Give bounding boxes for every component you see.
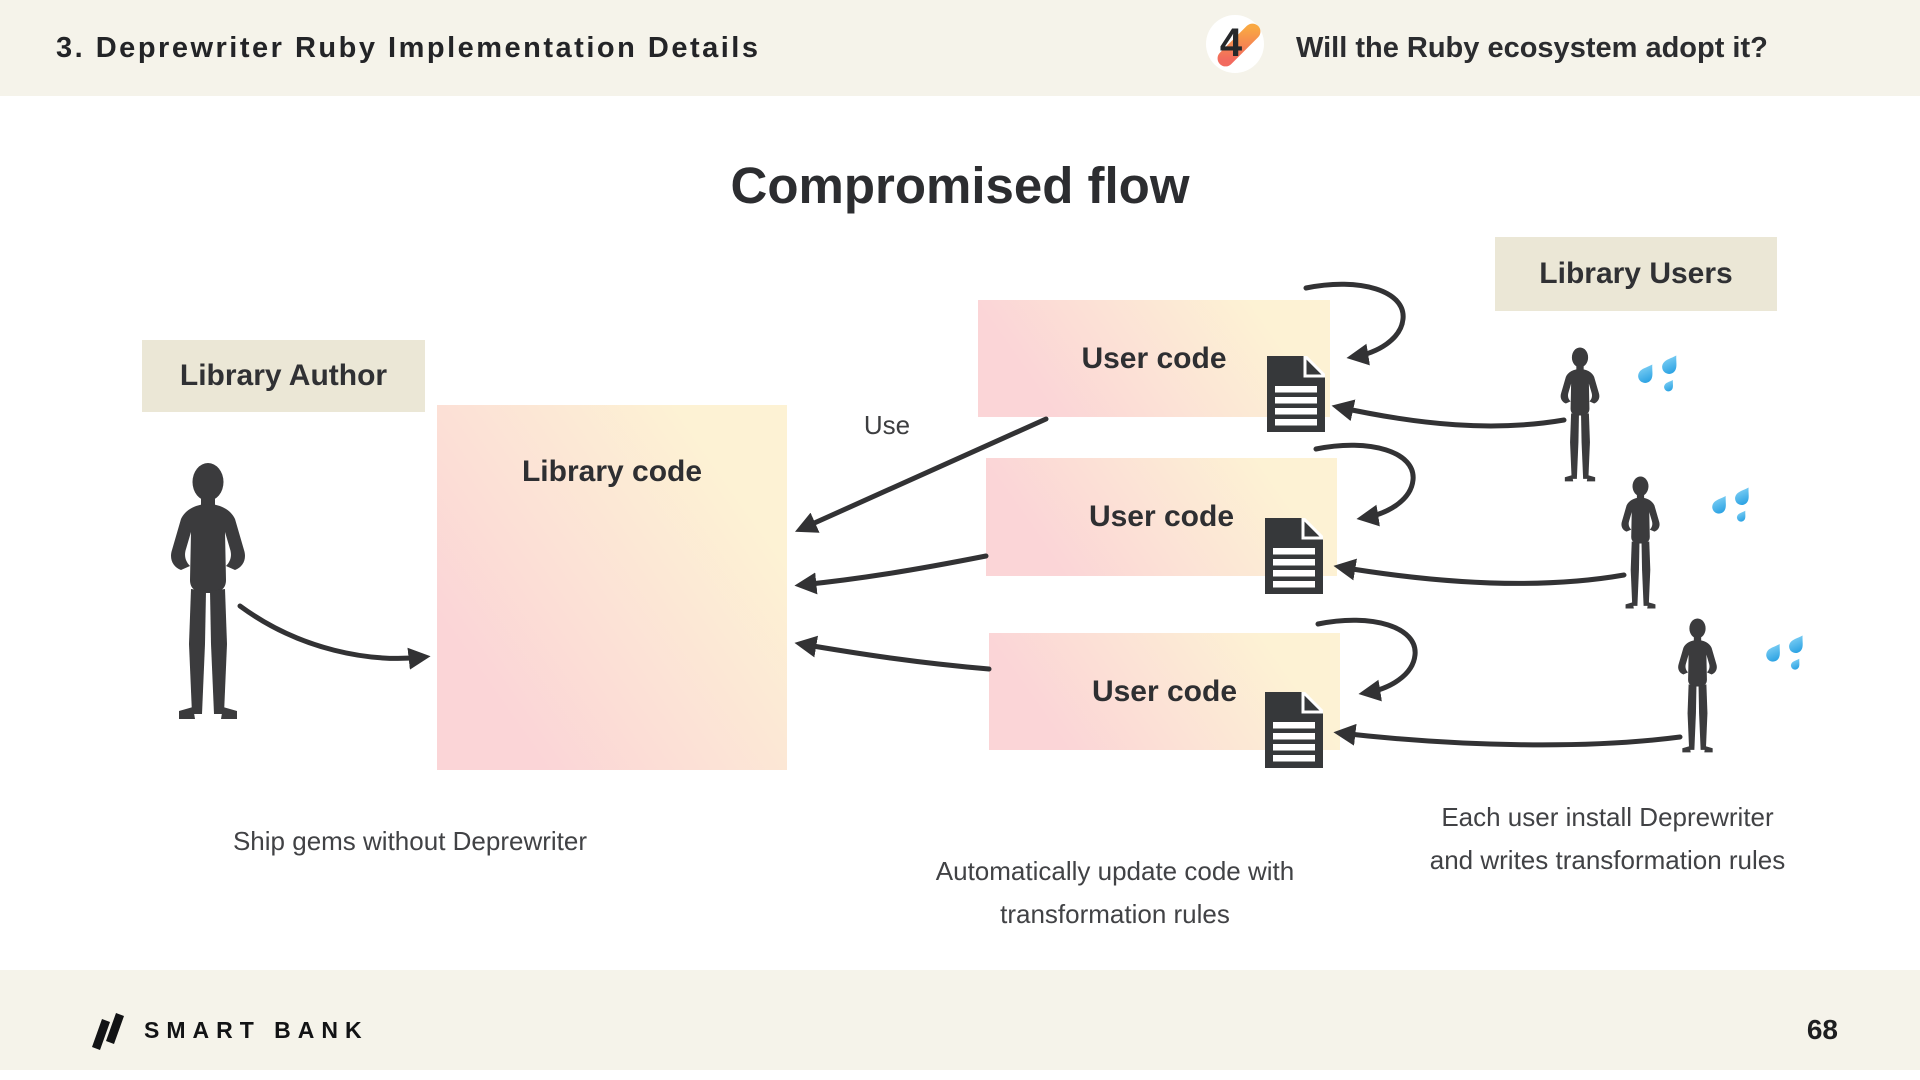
user-code-text: User code [1081, 341, 1227, 375]
middle-caption-line1: Automatically update code with [935, 856, 1295, 886]
library-users-label: Library Users [1495, 237, 1777, 311]
diagram-title: Compromised flow [730, 157, 1190, 214]
use-arrow-label: Use [863, 410, 911, 440]
user-code-box-1: User code [978, 300, 1330, 417]
library-user-silhouette-icon [1621, 476, 1660, 609]
header-question: Will the Ruby ecosystem adopt it? [1296, 32, 1768, 64]
author-to-library-arrow [237, 603, 431, 670]
user3-to-rules-arrow [1333, 723, 1683, 748]
header-bar [0, 0, 1920, 96]
middle-caption-line2: transformation rules [1000, 899, 1230, 929]
middle-caption: Automatically update code with transform… [895, 850, 1335, 936]
user-code-text: User code [1088, 500, 1235, 533]
library-code-text: Library code [521, 455, 703, 488]
sweat-drops-icon [1712, 486, 1755, 524]
author-caption: Ship gems without Deprewriter [160, 820, 660, 863]
users-caption: Each user install Deprewriter and writes… [1390, 796, 1825, 882]
library-user-silhouette-icon [1678, 618, 1717, 753]
users-caption-line1: Each user install Deprewriter [1441, 802, 1774, 832]
users-caption-line2: and writes transformation rules [1429, 845, 1786, 875]
smartbank-brand-text: SMART BANK [144, 1016, 369, 1043]
user1-to-rules-arrow [1331, 399, 1567, 429]
usercode2-to-library-arrow [794, 553, 989, 595]
library-author-label: Library Author [142, 340, 425, 412]
user2-to-rules-arrow [1333, 558, 1627, 586]
sweat-drops-icon [1766, 634, 1809, 672]
library-code-box: Library code [437, 405, 787, 770]
library-user-silhouette-icon [1560, 347, 1600, 482]
library-users-text: Library Users [1539, 257, 1733, 290]
library-author-text: Library Author [179, 359, 388, 392]
user-code-box-3: User code [989, 633, 1340, 750]
page-number: 68 [1806, 1014, 1838, 1045]
user-code-box-2: User code [986, 458, 1337, 576]
library-author-silhouette-icon [171, 463, 245, 719]
footer-bar [0, 970, 1920, 1070]
smartbank-logo: SMART BANK [90, 1008, 369, 1052]
user-code-text: User code [1091, 674, 1238, 708]
usercode3-to-library-arrow [794, 635, 992, 672]
smartbank-logo-mark-icon [92, 1013, 124, 1050]
badge-number: 4 [1219, 21, 1243, 65]
sweat-drops-icon [1638, 354, 1683, 394]
slide-section-title: 3. Deprewriter Ruby Implementation Detai… [56, 32, 761, 64]
author-caption-text: Ship gems without Deprewriter [232, 826, 588, 856]
